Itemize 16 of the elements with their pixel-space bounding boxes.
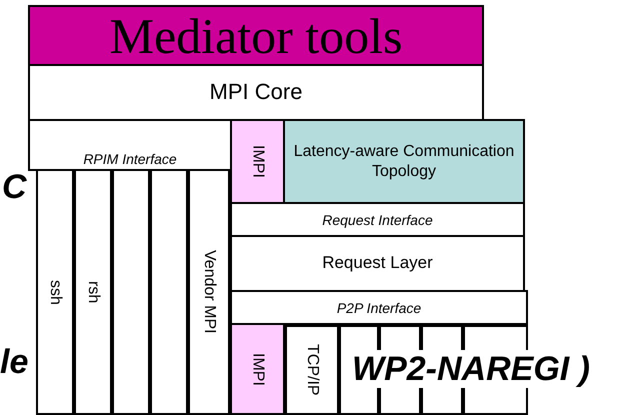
layer-band: MPI Core — [28, 64, 484, 121]
module-column: rsh — [74, 169, 112, 415]
interface-band: P2P Interface — [230, 290, 528, 325]
module-column: TCP/IP — [285, 325, 339, 415]
module-column: Vendor MPI — [188, 169, 230, 415]
interface-band: Request Interface — [230, 202, 525, 237]
module-column: ssh — [36, 169, 74, 415]
module-column — [150, 169, 188, 415]
layer-band: Mediator tools — [28, 5, 484, 66]
big-letter: le — [0, 345, 28, 379]
module-column — [112, 169, 150, 415]
module-box: IMPI — [230, 119, 285, 204]
module-box: Latency-aware Communication Topology — [283, 119, 525, 204]
layer-band: Request Layer — [230, 235, 525, 292]
big-letter: C — [2, 170, 27, 204]
module-box: IMPI — [230, 323, 285, 415]
